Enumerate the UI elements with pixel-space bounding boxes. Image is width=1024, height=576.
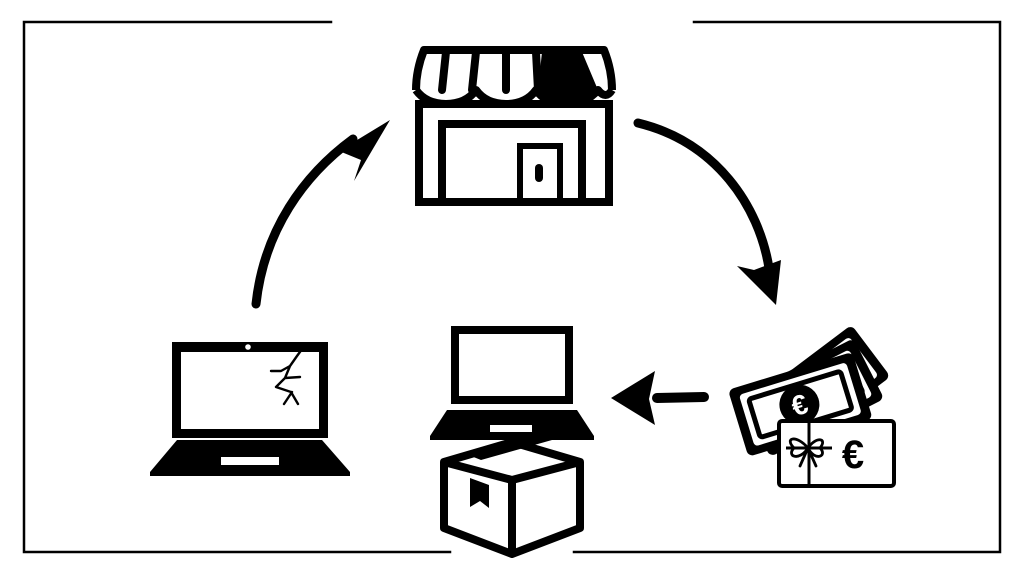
diagram-frame: [22, 20, 1002, 554]
euro-money-and-voucher-icon: € €: [729, 327, 896, 488]
broken-laptop-icon: [150, 342, 350, 476]
new-laptop-in-box-icon: [430, 326, 594, 558]
arrow-to-new-laptop: [611, 371, 709, 425]
store-icon: [412, 46, 616, 206]
crack-icon: [269, 343, 307, 406]
arrow-to-money: [633, 118, 781, 305]
voucher-euro-symbol: €: [842, 433, 864, 477]
arrow-to-store: [251, 120, 390, 309]
